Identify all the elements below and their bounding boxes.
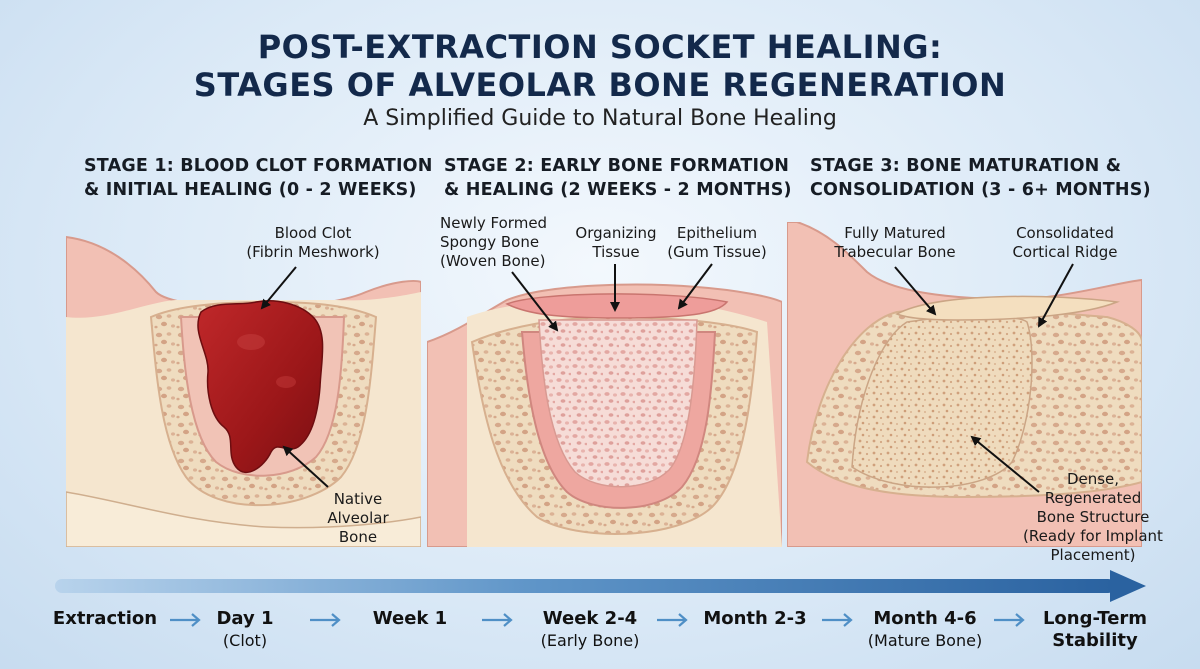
timeline-extraction: Extraction [52,608,158,629]
timeline-arrow-icon [482,613,513,627]
timeline-arrow-icon [657,613,688,627]
page-title-line1: POST-EXTRACTION SOCKET HEALING: [257,28,943,66]
stage-1-illustration [66,235,421,547]
timeline-arrow-icon [994,613,1025,627]
timeline-month-2-3: Month 2-3 [703,608,807,629]
timeline-arrow-icon [822,613,853,627]
timeline-week-2-4: Week 2-4(Early Bone) [540,608,640,650]
timeline-day-1: Day 1(Clot) [216,608,274,650]
stage-2-illustration [427,263,782,547]
timeline-arrow-icon [310,613,341,627]
timeline-week-1: Week 1 [372,608,448,629]
label-blood-clot: Blood Clot(Fibrin Meshwork) [246,224,380,261]
stage-2-title: STAGE 2: EARLY BONE FORMATION& HEALING (… [444,156,792,200]
page-title-line2: STAGES OF ALVEOLAR BONE REGENERATION [193,66,1007,104]
stage-3-illustration [787,222,1142,547]
label-epithelium: Epithelium(Gum Tissue) [667,224,767,261]
stage-3-title: STAGE 3: BONE MATURATION &CONSOLIDATION … [810,156,1151,200]
timeline-arrow-icon [170,613,201,627]
page-subtitle: A Simplified Guide to Natural Bone Heali… [363,106,837,131]
timeline-month-4-6: Month 4-6(Mature Bone) [867,608,983,650]
stage-1-title: STAGE 1: BLOOD CLOT FORMATION& INITIAL H… [84,156,433,200]
